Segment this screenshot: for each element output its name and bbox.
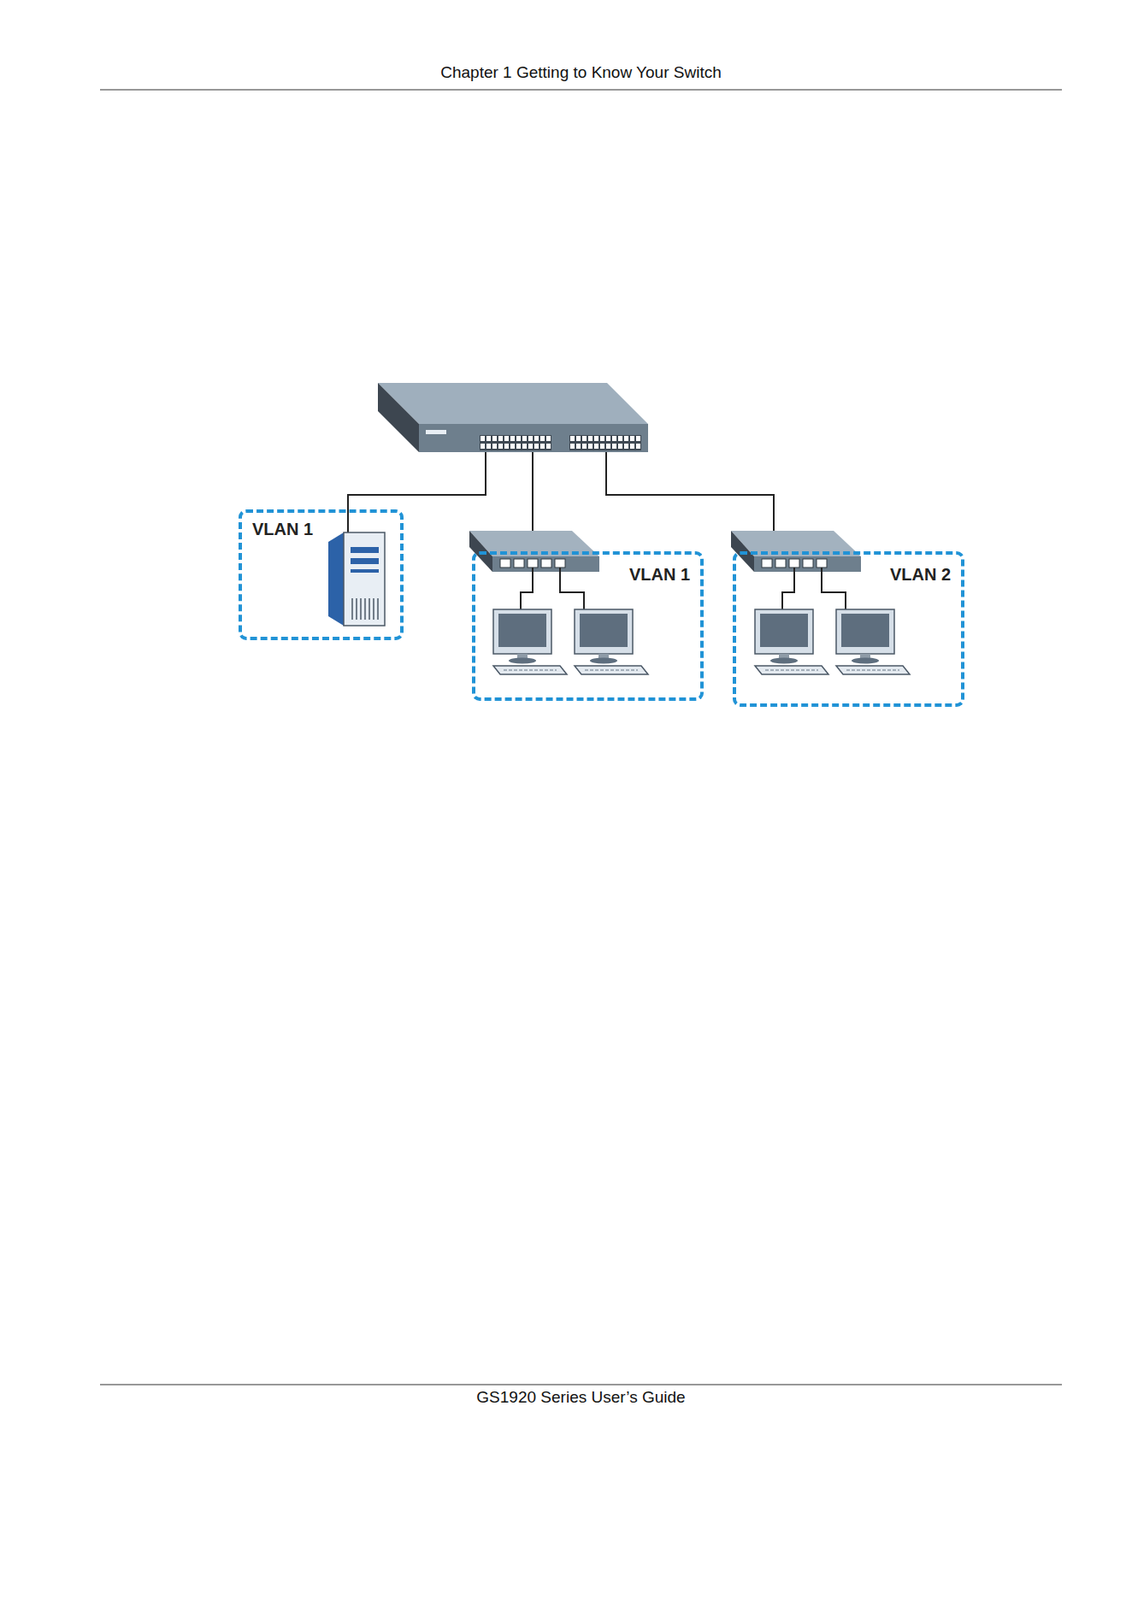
switch-front <box>418 424 649 453</box>
vlan-group: VLAN 1 <box>471 551 704 702</box>
switch-side <box>377 383 419 453</box>
server-symbol <box>328 532 385 626</box>
vlan-label: VLAN 2 <box>746 565 951 585</box>
page-footer: GS1920 Series User’s Guide <box>100 1388 1062 1408</box>
drive-bay <box>350 569 379 573</box>
cable <box>531 452 534 531</box>
vlan-label: VLAN 1 <box>485 565 690 585</box>
switch-logo <box>425 430 447 435</box>
header-rule <box>100 88 1062 90</box>
vlan-group: VLAN 1 <box>238 509 404 641</box>
server-front <box>343 532 385 626</box>
cable <box>347 452 486 533</box>
server-vents <box>352 598 378 620</box>
port-group <box>479 435 552 451</box>
main-switch-symbol <box>377 383 649 453</box>
switch-top <box>377 383 649 425</box>
footer-rule <box>100 1384 1062 1386</box>
drive-bay <box>350 558 379 565</box>
vlan-group: VLAN 2 <box>732 551 965 708</box>
server-side <box>328 532 344 626</box>
vlan-label: VLAN 1 <box>252 519 390 540</box>
drive-bay <box>350 547 379 554</box>
port-group <box>569 435 642 451</box>
page-header: Chapter 1 Getting to Know Your Switch <box>100 63 1062 83</box>
cable <box>606 452 774 531</box>
